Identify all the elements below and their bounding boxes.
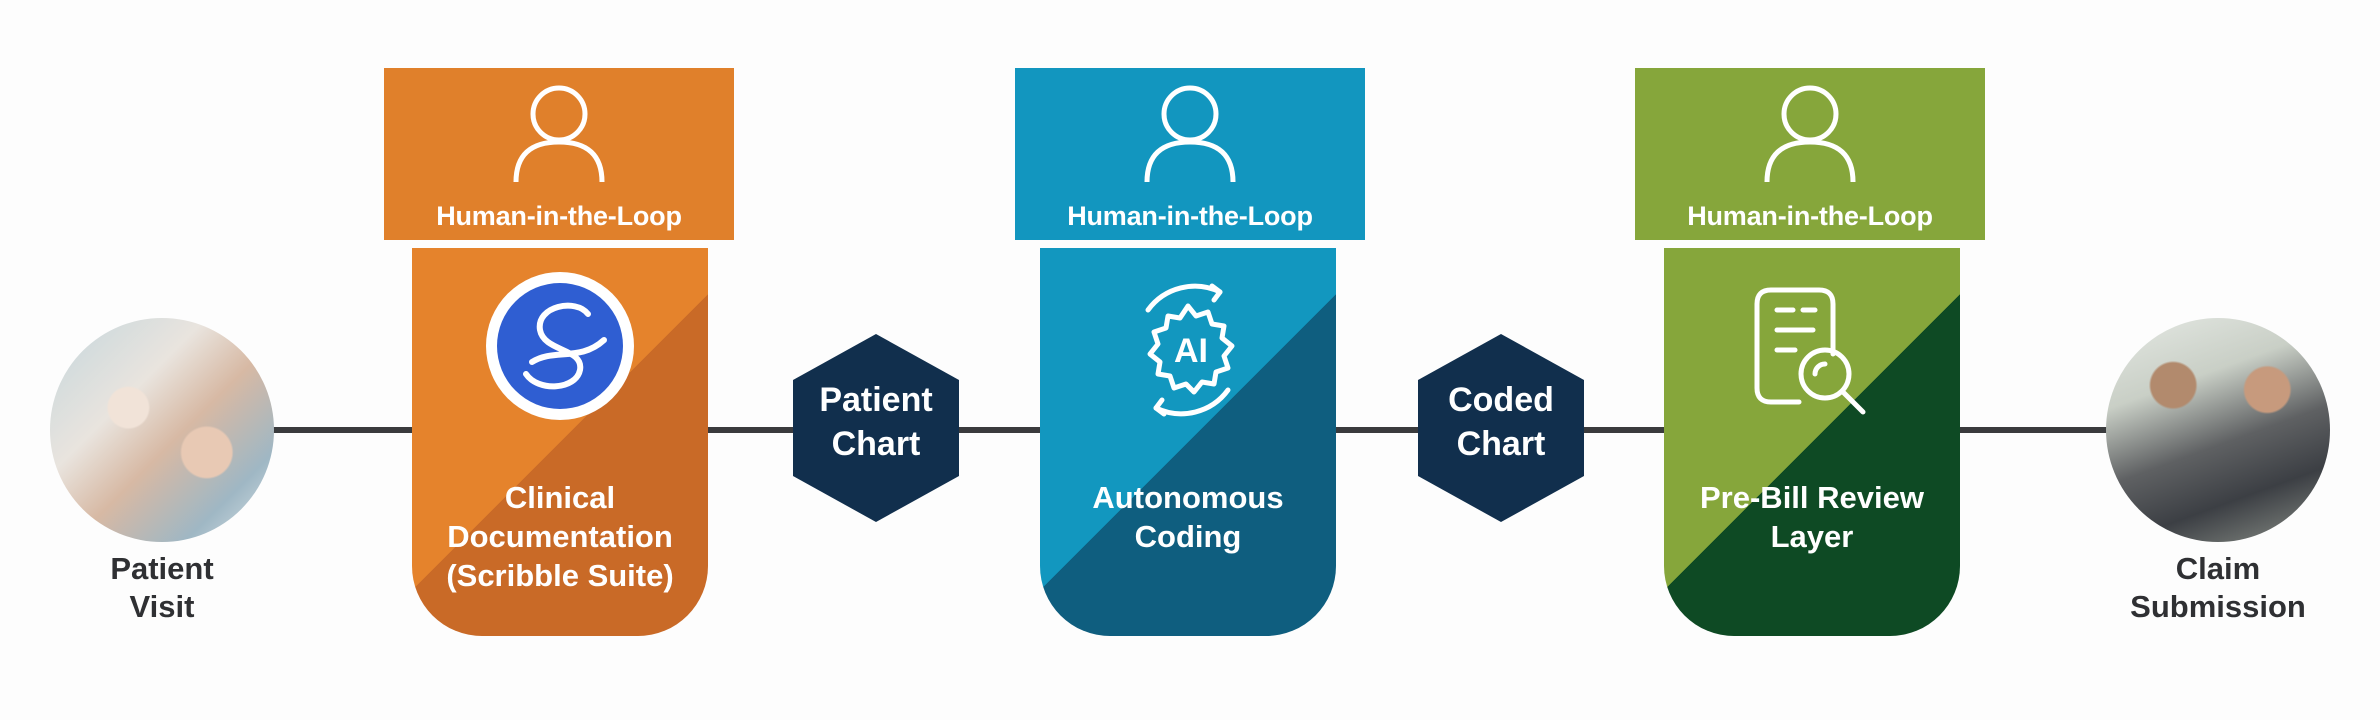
endpoint-patient-visit: Patient Visit [42, 318, 282, 626]
connector-label-line2: Chart [1456, 425, 1546, 463]
stage-card-documentation: Clinical Documentation (Scribble Suite) [412, 248, 708, 636]
stage-label: Clinical Documentation (Scribble Suite) [412, 478, 708, 595]
connector-coded-chart: Coded Chart [1416, 332, 1586, 524]
stage-label-line1: Autonomous [1092, 480, 1284, 515]
endpoint-label: Patient Visit [42, 550, 282, 626]
stage-label-line2: Documentation [447, 519, 673, 554]
stage-label-line3: (Scribble Suite) [446, 558, 674, 593]
person-icon [1144, 85, 1236, 183]
stage-label: Autonomous Coding [1040, 478, 1336, 556]
patient-visit-photo [50, 318, 274, 542]
connector-patient-chart: Patient Chart [791, 332, 961, 524]
stage-card-review: Pre-Bill Review Layer [1664, 248, 1960, 636]
connector-label: Coded Chart [1416, 378, 1586, 466]
hitl-label: Human-in-the-Loop [1687, 201, 1933, 231]
connector-label-line2: Chart [831, 425, 921, 463]
stage-label-line1: Clinical [504, 480, 616, 515]
connector-label: Patient Chart [791, 378, 961, 466]
endpoint-label-line2: Submission [2130, 589, 2306, 624]
connector-label-line1: Patient [819, 381, 933, 419]
hexagon-shape [1418, 334, 1584, 522]
hitl-header-review: Human-in-the-Loop [1635, 68, 1985, 240]
hitl-header-coding: Human-in-the-Loop [1015, 68, 1365, 240]
claim-submission-photo [2106, 318, 2330, 542]
endpoint-label-line1: Patient [110, 551, 214, 586]
person-icon [513, 85, 605, 183]
stage-label-line2: Layer [1770, 519, 1854, 554]
ai-gear-icon: AI [1145, 283, 1235, 417]
document-search-icon [1754, 287, 1866, 415]
connector-label-line1: Coded [1448, 381, 1554, 419]
hitl-header-documentation: Human-in-the-Loop [384, 68, 734, 240]
scribble-logo-icon [486, 272, 634, 420]
endpoint-claim-submission: Claim Submission [2098, 318, 2338, 626]
stage-label: Pre-Bill Review Layer [1664, 478, 1960, 556]
hitl-label: Human-in-the-Loop [1067, 201, 1313, 231]
stage-card-coding: AI Autonomous Coding [1040, 248, 1336, 636]
person-icon [1764, 85, 1856, 183]
hexagon-shape [793, 334, 959, 522]
stage-label-line1: Pre-Bill Review [1700, 480, 1924, 515]
endpoint-label-line1: Claim [2175, 551, 2261, 586]
hitl-label: Human-in-the-Loop [436, 201, 682, 231]
endpoint-label-line2: Visit [129, 589, 195, 624]
endpoint-label: Claim Submission [2098, 550, 2338, 626]
stage-label-line2: Coding [1134, 519, 1242, 554]
ai-icon-text: AI [1174, 332, 1208, 370]
